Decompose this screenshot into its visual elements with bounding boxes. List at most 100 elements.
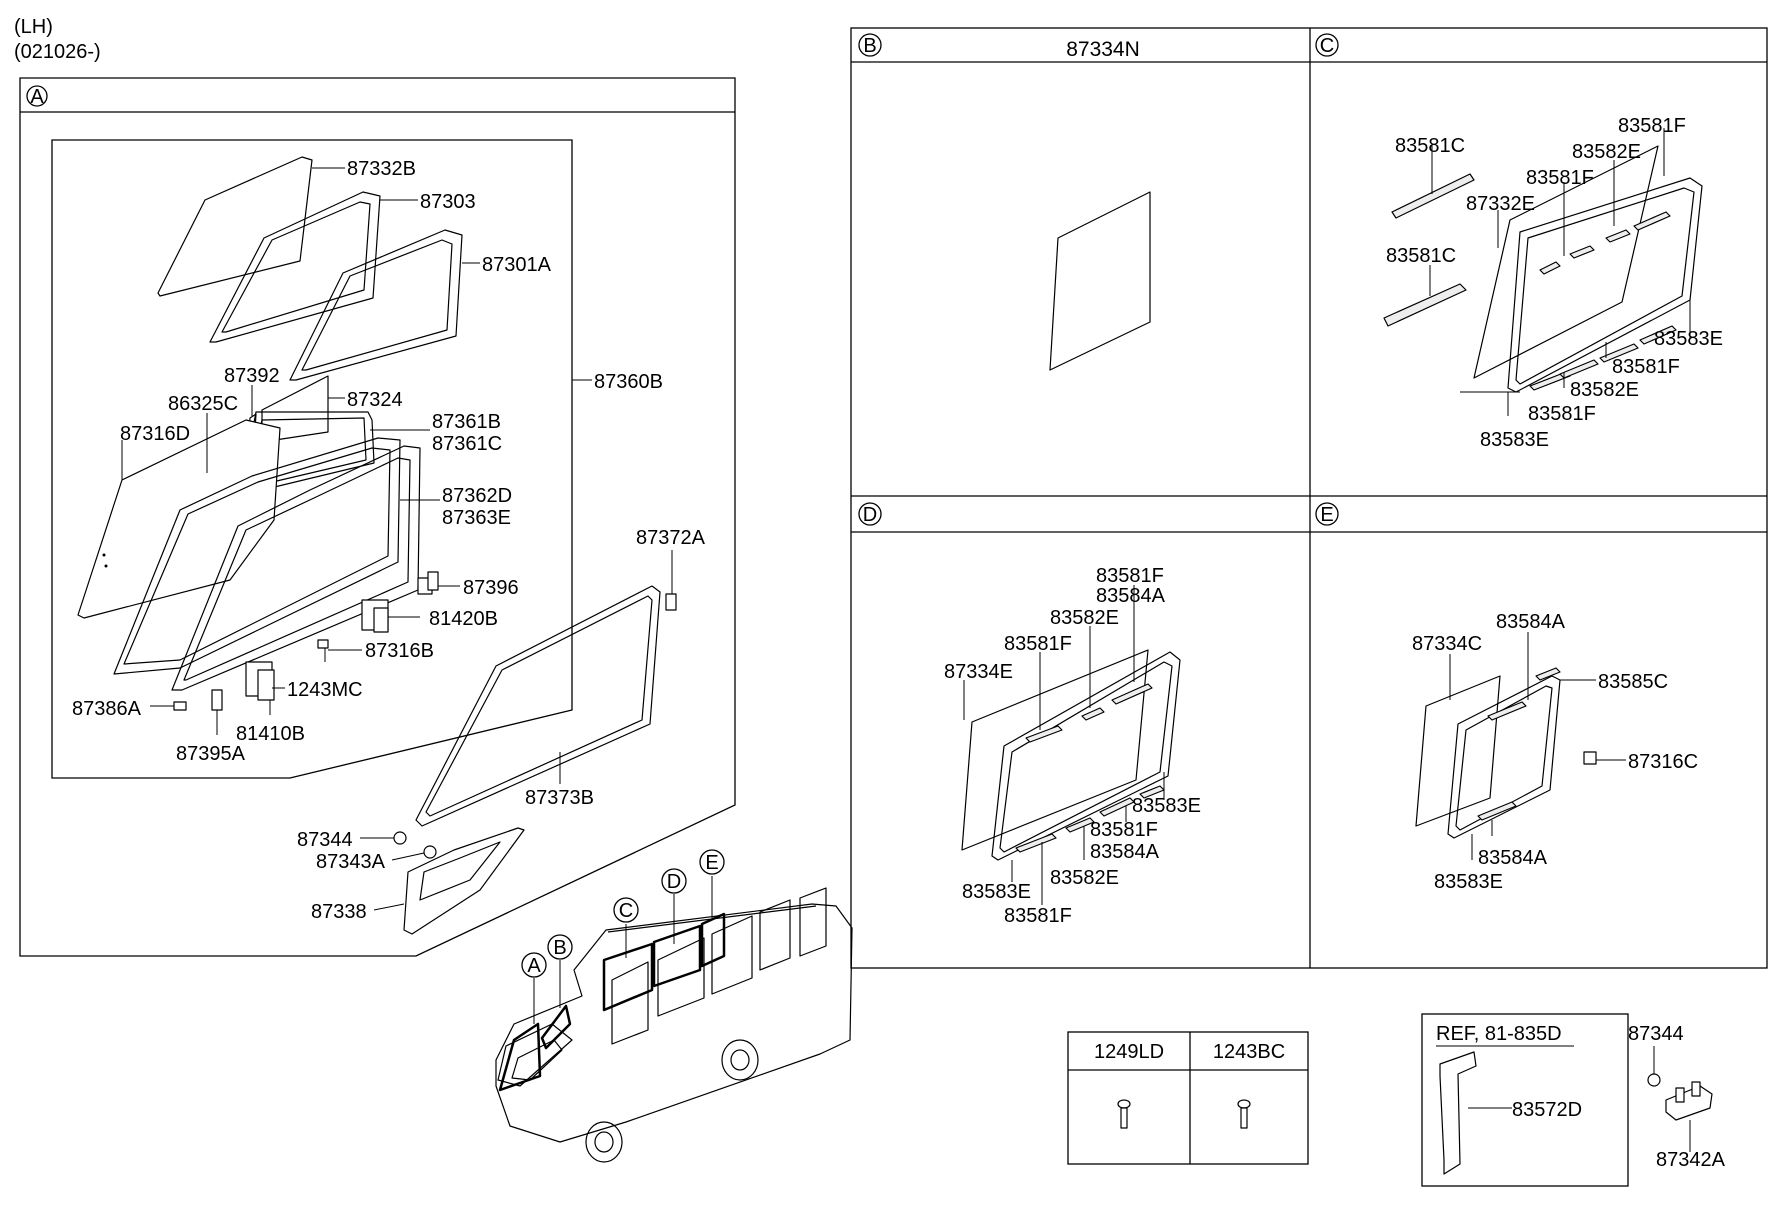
van-callout-d xyxy=(661,868,687,894)
section-a-frame xyxy=(19,77,736,957)
svg-text:A: A xyxy=(527,955,541,977)
section-a-marker xyxy=(26,85,48,107)
label-d-83584A-low: 83584A xyxy=(1090,841,1160,863)
clip-87396 xyxy=(417,571,439,595)
label-86325C: 86325C xyxy=(168,393,238,415)
label-d-83582E-low: 83582E xyxy=(1050,867,1119,889)
strip-83581C-top xyxy=(1391,173,1475,219)
label-extra-87344: 87344 xyxy=(1628,1023,1684,1045)
bracket-87342A xyxy=(1665,1081,1713,1121)
section-d: 83581F 83584A 83582E 83581F 87334E 83583… xyxy=(944,565,1201,927)
svg-text:B: B xyxy=(863,35,876,57)
frame-87303 xyxy=(209,191,381,343)
seal-83584A-bottom xyxy=(1477,801,1517,821)
label-87395A: 87395A xyxy=(176,743,246,765)
fastener-87343A xyxy=(423,845,437,859)
label-d-83581F-low: 83581F xyxy=(1090,819,1158,841)
grid-frame xyxy=(850,27,1768,969)
section-b-title: 87334N xyxy=(1066,38,1140,61)
trim-87338 xyxy=(403,827,525,935)
screw-1243BC-icon xyxy=(1237,1099,1251,1129)
label-e-87316C: 87316C xyxy=(1628,751,1698,773)
label-e-87334C: 87334C xyxy=(1412,633,1482,655)
fastener-col-1: 1249LD xyxy=(1094,1041,1164,1063)
van-callout-a xyxy=(521,952,547,978)
label-d-87334E: 87334E xyxy=(944,661,1013,683)
svg-text:D: D xyxy=(863,504,877,526)
van-illustration: A B C D E xyxy=(495,849,853,1163)
label-d-83582E-top: 83582E xyxy=(1050,607,1119,629)
frame-87362D xyxy=(113,437,401,675)
label-81420B: 81420B xyxy=(429,608,498,630)
frame-87373B xyxy=(415,585,661,827)
sub-assembly-frame xyxy=(51,139,573,779)
clip-87316C xyxy=(1583,751,1597,765)
glass-87332E xyxy=(1473,145,1659,379)
label-c-83582E-top: 83582E xyxy=(1572,141,1641,163)
seal-83585C xyxy=(1535,667,1561,681)
section-d-marker xyxy=(858,502,882,526)
label-87360B: 87360B xyxy=(594,371,663,393)
label-87372A: 87372A xyxy=(636,527,706,549)
label-d-83581F-bottom: 83581F xyxy=(1004,905,1072,927)
label-d-83581F-top: 83581F xyxy=(1096,565,1164,587)
label-e-83584A-bottom: 83584A xyxy=(1478,847,1548,869)
part-83572D xyxy=(1439,1051,1477,1175)
glass-87334E xyxy=(961,649,1149,851)
extra-parts: 87344 87342A xyxy=(1628,1023,1726,1171)
section-b: 87334N xyxy=(1049,38,1151,371)
label-87344: 87344 xyxy=(297,829,353,851)
frame-87301A xyxy=(289,229,463,381)
van-callout-e xyxy=(699,849,725,875)
label-d-83583E-bottom: 83583E xyxy=(962,881,1031,903)
label-d-83583E-right: 83583E xyxy=(1132,795,1201,817)
section-c: 83581C 83581F 83582E 83581F 87332E 83581… xyxy=(1383,115,1723,451)
clip-87395A xyxy=(211,689,223,711)
label-c-83583E-bottom: 83583E xyxy=(1480,429,1549,451)
van-callout-c xyxy=(613,897,639,923)
label-87373B: 87373B xyxy=(525,787,594,809)
svg-text:B: B xyxy=(553,937,566,959)
side-label: (LH) xyxy=(14,16,53,38)
glass-87334N xyxy=(1049,191,1151,371)
ref-box: REF, 81-835D 83572D xyxy=(1421,1013,1629,1187)
label-87386A: 87386A xyxy=(72,698,142,720)
clip-87386A xyxy=(173,701,187,711)
label-c-87332E: 87332E xyxy=(1466,193,1535,215)
clip-81420B xyxy=(361,599,389,633)
clip-87372A xyxy=(665,593,677,611)
label-d-83584A-top: 83584A xyxy=(1096,585,1166,607)
label-87316D: 87316D xyxy=(120,423,190,445)
label-extra-87342A: 87342A xyxy=(1656,1149,1726,1171)
svg-text:A: A xyxy=(30,86,44,108)
label-c-83581C-bottom: 83581C xyxy=(1386,245,1456,267)
label-d-83581F-mid: 83581F xyxy=(1004,633,1072,655)
label-87343A: 87343A xyxy=(316,851,386,873)
label-87303: 87303 xyxy=(420,191,476,213)
label-81410B: 81410B xyxy=(236,723,305,745)
fastener-87344 xyxy=(393,831,407,845)
label-c-83581F-bottom: 83581F xyxy=(1528,403,1596,425)
label-87338: 87338 xyxy=(311,901,367,923)
label-87316B: 87316B xyxy=(365,640,434,662)
section-grid: B C D E xyxy=(850,27,1768,969)
fastener-col-2: 1243BC xyxy=(1213,1041,1285,1063)
clip-1243MC xyxy=(245,661,275,701)
svg-text:E: E xyxy=(705,852,718,874)
leaders-a xyxy=(121,167,673,911)
label-c-83581F-mid: 83581F xyxy=(1526,167,1594,189)
strip-83581C-bottom xyxy=(1383,283,1467,327)
fastener-table: 1249LD 1243BC xyxy=(1067,1031,1309,1165)
section-a: A xyxy=(19,77,736,957)
glass-87332B xyxy=(157,156,313,297)
label-87361B: 87361B xyxy=(432,411,501,433)
label-c-83581F-top: 83581F xyxy=(1618,115,1686,137)
ref-title: REF, 81-835D xyxy=(1436,1023,1562,1045)
label-87396: 87396 xyxy=(463,577,519,599)
label-1243MC: 1243MC xyxy=(287,679,363,701)
label-c-83582E-low: 83582E xyxy=(1570,379,1639,401)
label-e-83583E: 83583E xyxy=(1434,871,1503,893)
label-e-83585C: 83585C xyxy=(1598,671,1668,693)
section-c-marker xyxy=(1315,33,1339,57)
